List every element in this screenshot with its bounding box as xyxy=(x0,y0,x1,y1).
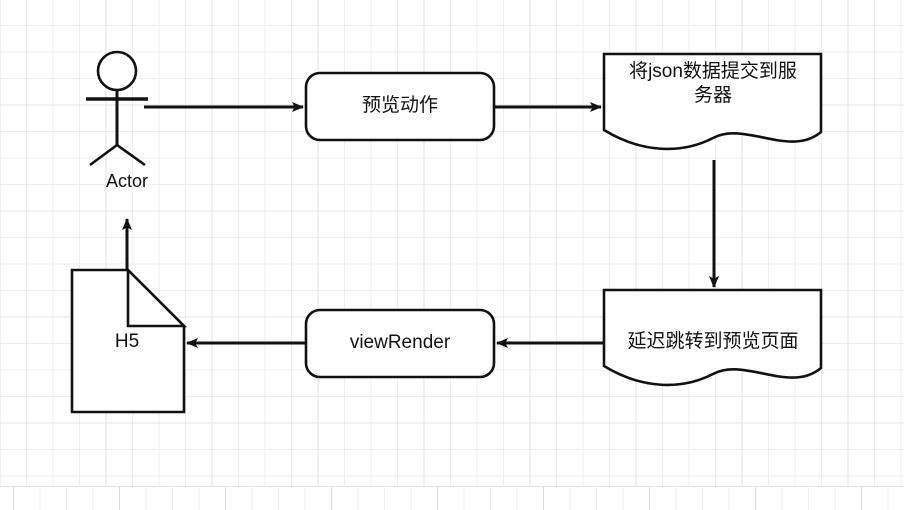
node-delay-redirect[interactable] xyxy=(602,288,823,387)
actor-leg-right xyxy=(116,143,146,167)
node-submit-json[interactable] xyxy=(602,52,823,151)
node-preview-action[interactable] xyxy=(304,71,496,142)
node-actor[interactable] xyxy=(86,50,148,167)
node-h5-note-fold xyxy=(126,266,188,328)
actor-head xyxy=(96,50,138,92)
grid-footer-major xyxy=(0,487,904,510)
actor-leg-left xyxy=(89,143,118,167)
grid-divider-line xyxy=(0,486,904,487)
node-view-render[interactable] xyxy=(304,308,496,379)
